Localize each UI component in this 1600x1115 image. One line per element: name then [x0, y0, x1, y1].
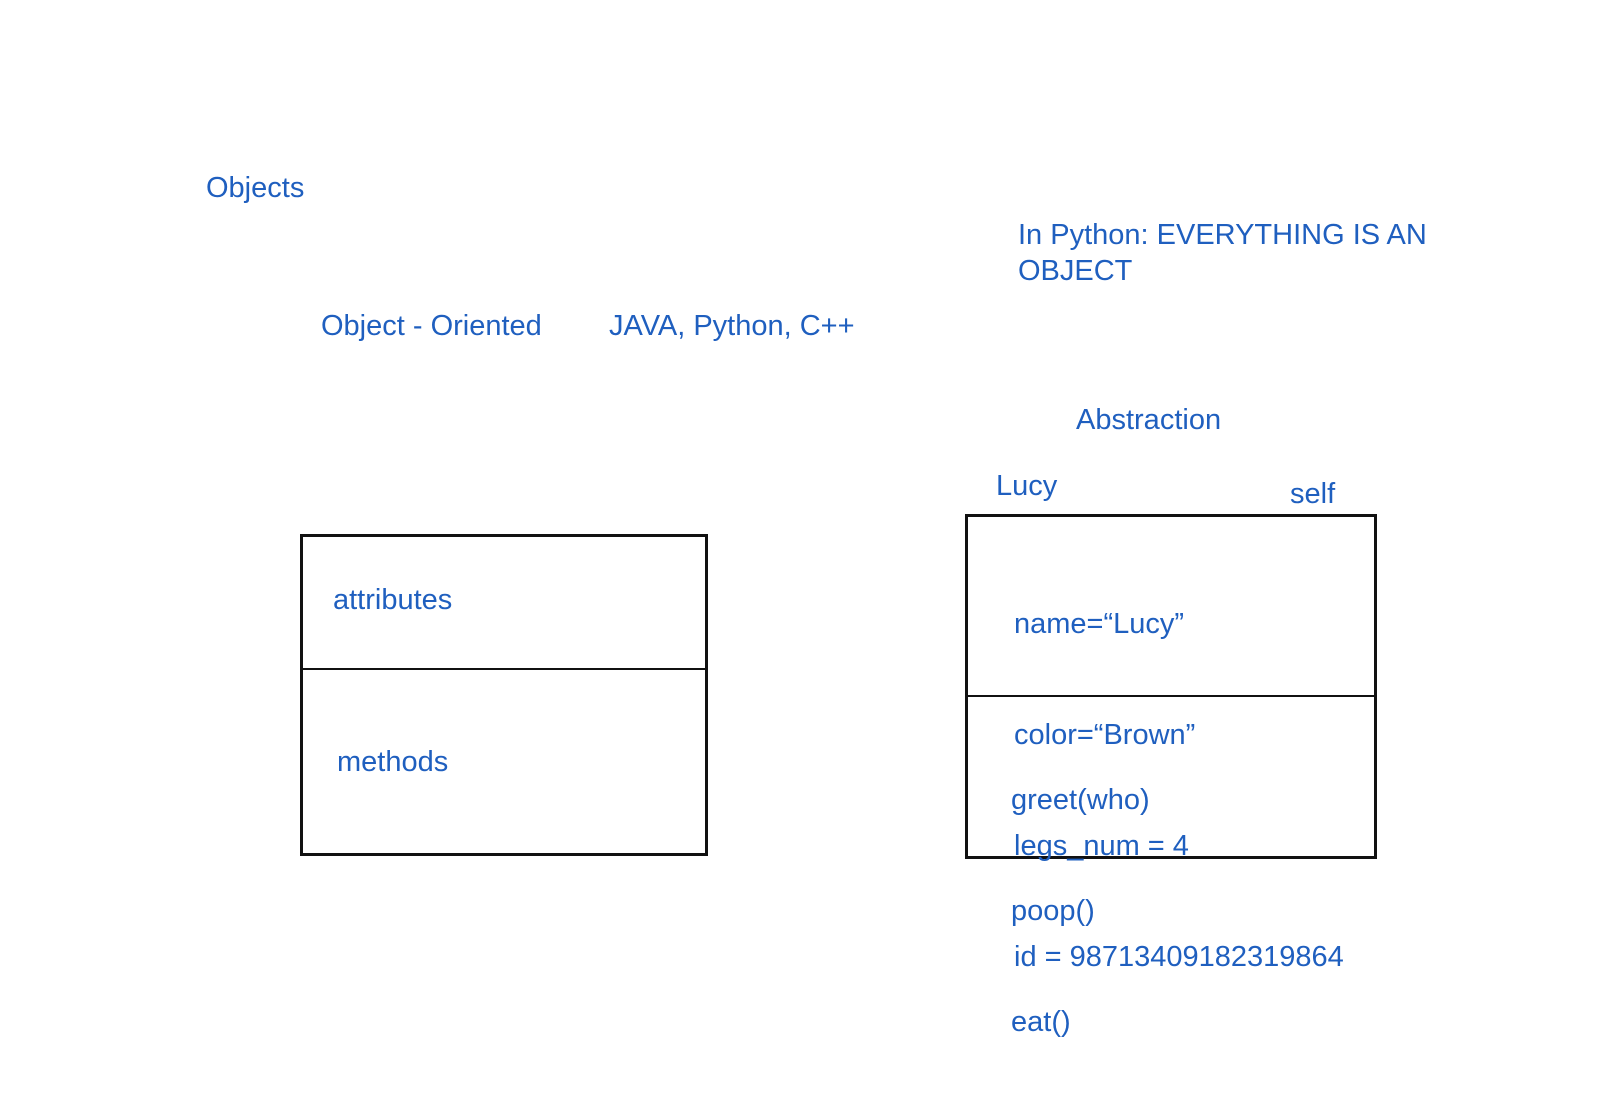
object-oriented-label: Object - Oriented — [321, 310, 542, 342]
generic-class-box: attributes methods — [300, 534, 708, 856]
attributes-label: attributes — [333, 584, 453, 616]
lucy-attribute-id: id = 98713409182319864 — [1014, 941, 1344, 973]
lucy-attributes-section: name=“Lucy” color=“Brown” legs_num = 4 i… — [968, 517, 1374, 973]
python-everything-note-line2: OBJECT — [1018, 255, 1133, 287]
lucy-attribute-legs-num: legs_num = 4 — [1014, 830, 1189, 862]
lucy-label: Lucy — [996, 470, 1058, 502]
lucy-method-eat: eat() — [1011, 1006, 1071, 1038]
generic-attributes-section: attributes — [303, 537, 705, 668]
methods-label: methods — [337, 746, 449, 778]
lucy-method-greet: greet(who) — [1011, 784, 1150, 816]
lucy-methods-list: greet(who) poop() eat() — [1011, 708, 1150, 1115]
abstraction-label: Abstraction — [1076, 404, 1222, 436]
generic-class-divider — [303, 668, 705, 670]
lucy-attribute-color: color=“Brown” — [1014, 719, 1196, 751]
lucy-attribute-name: name=“Lucy” — [1014, 608, 1185, 640]
languages-label: JAVA, Python, C++ — [609, 310, 855, 342]
python-everything-note-line1: In Python: EVERYTHING IS AN — [1018, 219, 1427, 251]
objects-heading: Objects — [206, 172, 305, 204]
lucy-method-poop: poop() — [1011, 895, 1095, 927]
generic-methods-section: methods — [303, 670, 705, 853]
lucy-attributes-list: name=“Lucy” color=“Brown” legs_num = 4 i… — [1014, 532, 1344, 1050]
lucy-object-box: name=“Lucy” color=“Brown” legs_num = 4 i… — [965, 514, 1377, 1038]
self-label: self — [1290, 478, 1336, 510]
lucy-object-divider — [968, 695, 1374, 697]
lucy-methods-section: greet(who) poop() eat() — [968, 697, 1374, 1038]
